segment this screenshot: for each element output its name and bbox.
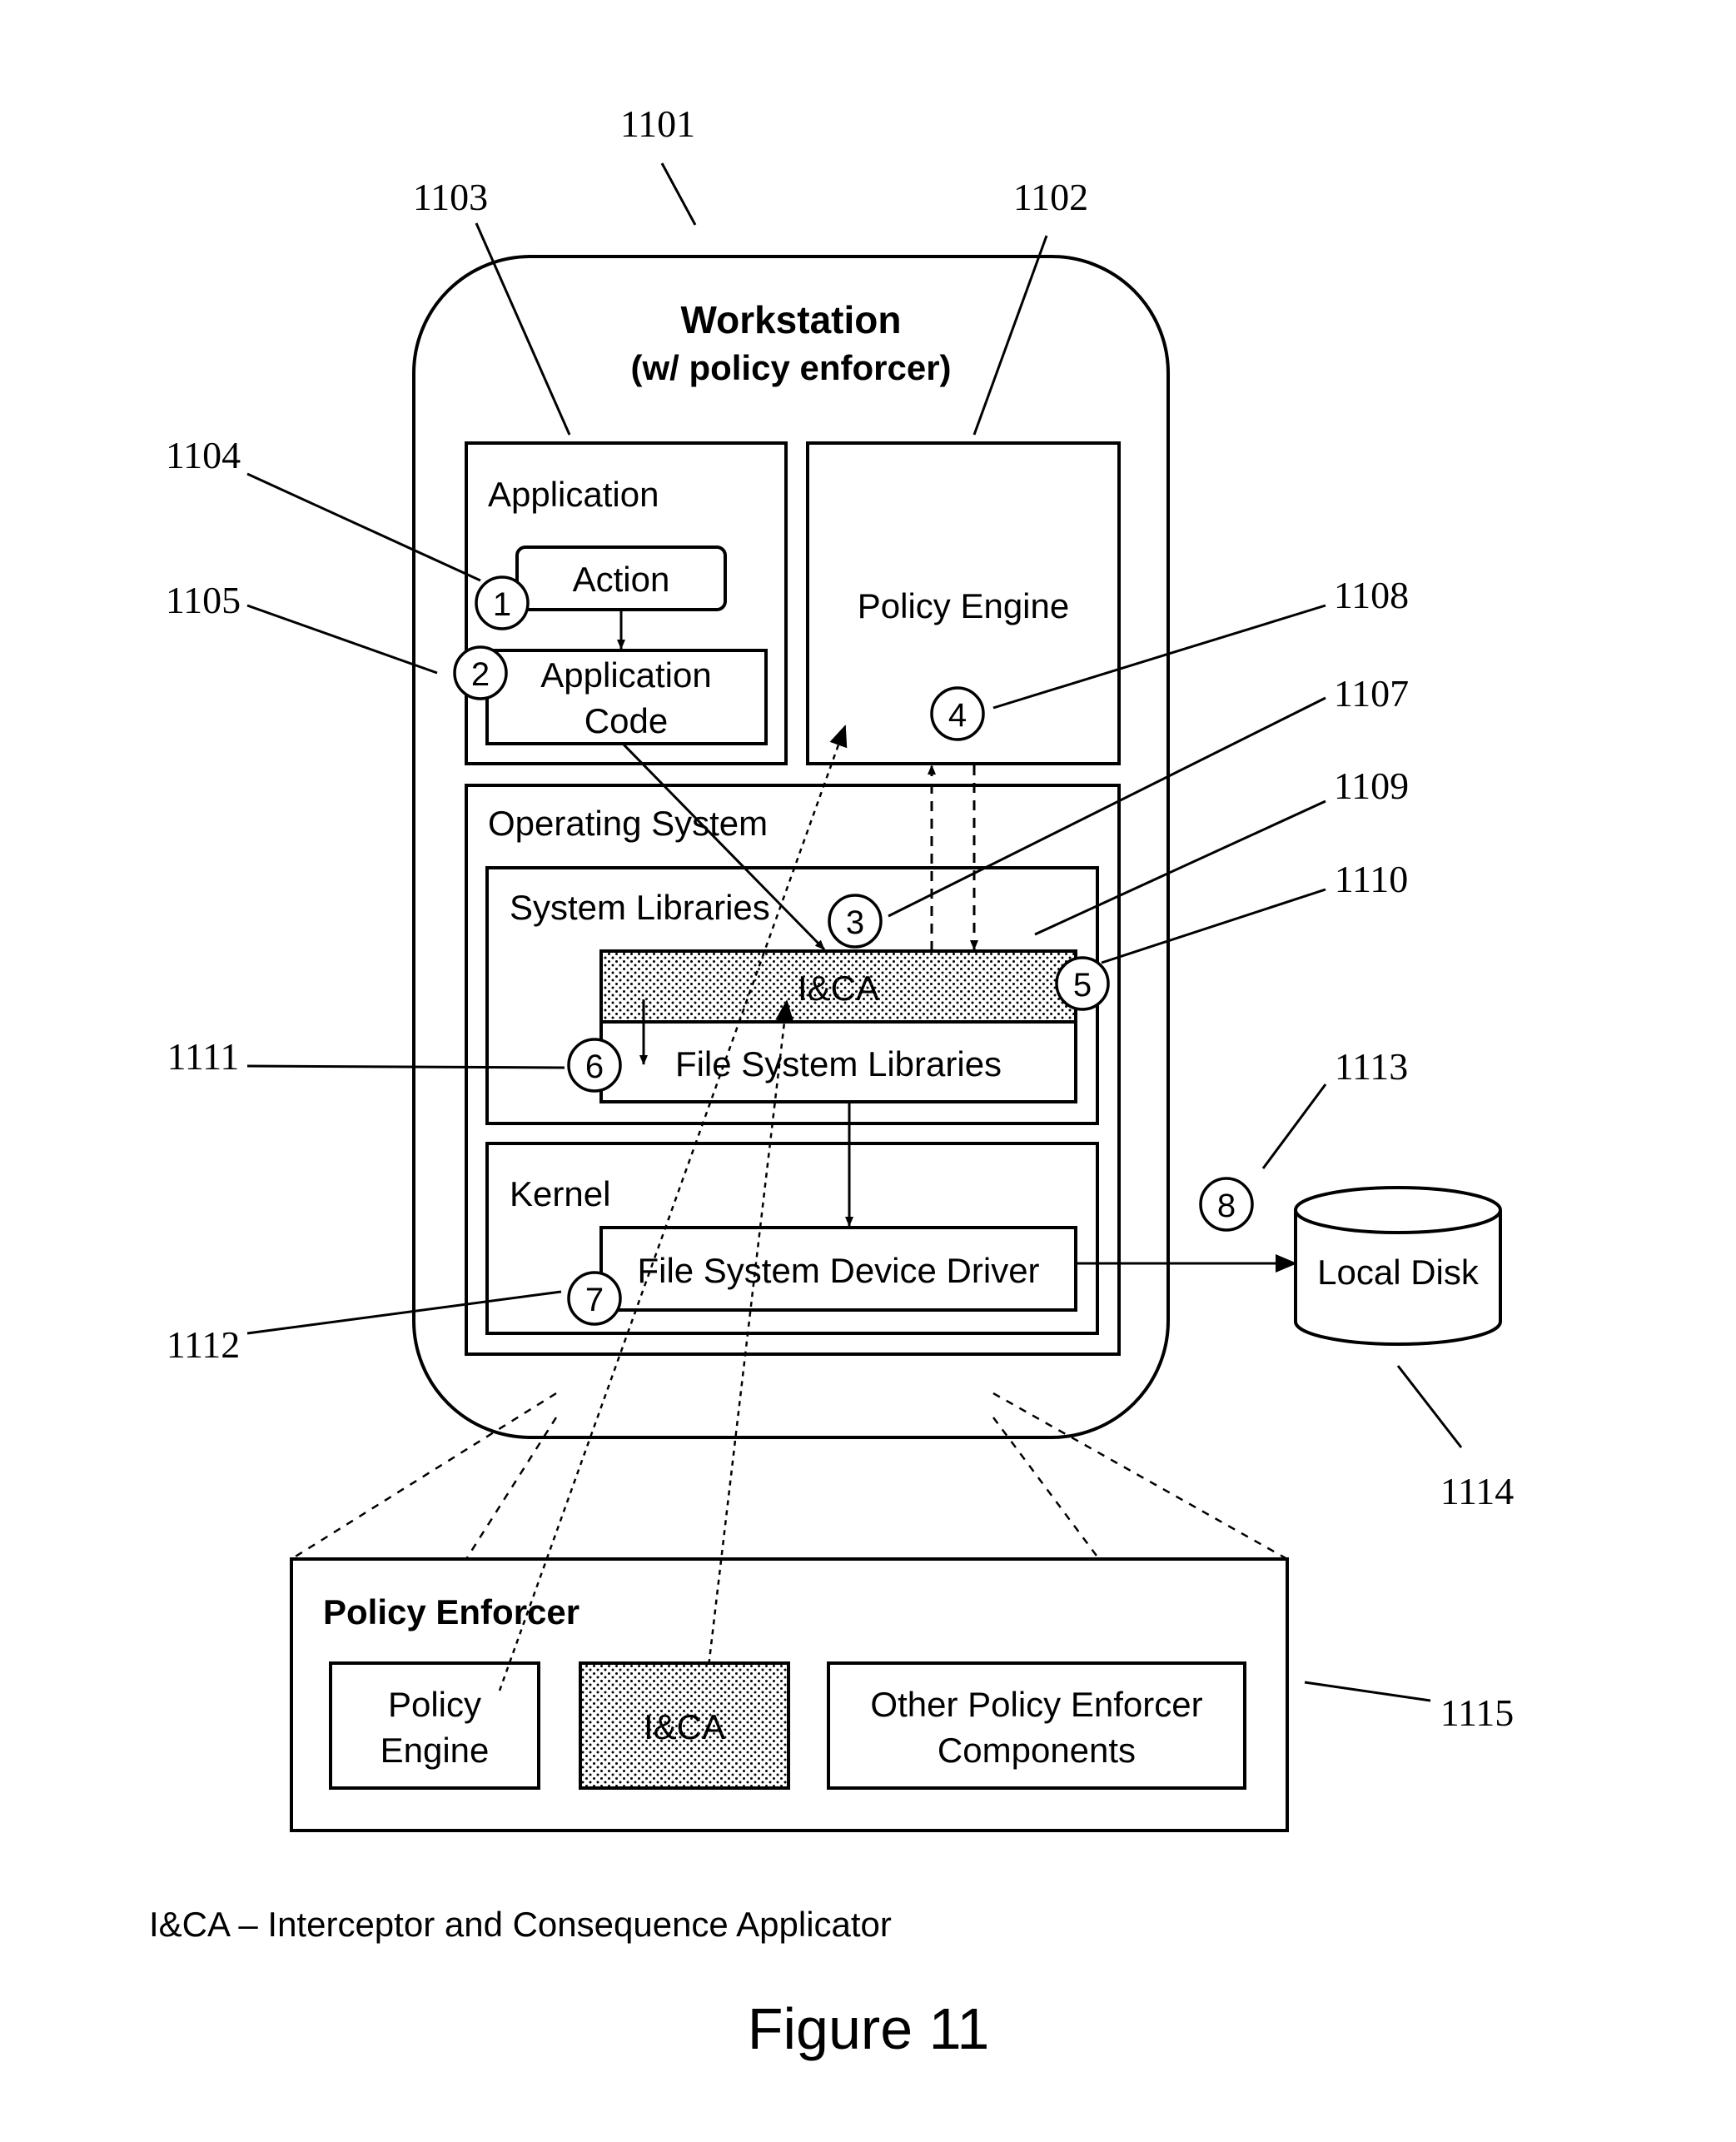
ref-1109: 1109: [1334, 765, 1409, 807]
pe-icca-label: I&CA: [644, 1707, 725, 1746]
pe-other-line2: Components: [938, 1731, 1136, 1770]
ref-1111: 1111: [167, 1035, 240, 1078]
step-circle-1: 1: [476, 577, 528, 629]
svg-text:3: 3: [846, 904, 864, 941]
ref-1105: 1105: [166, 579, 241, 621]
system-libraries-label: System Libraries: [510, 888, 770, 927]
ref-1113: 1113: [1335, 1045, 1409, 1088]
step-circle-7: 7: [569, 1273, 620, 1324]
pe-other-line1: Other Policy Enforcer: [870, 1685, 1202, 1724]
workstation-title: Workstation: [681, 298, 902, 341]
step-circle-5: 5: [1057, 958, 1108, 1009]
ref-1112: 1112: [167, 1323, 241, 1366]
svg-text:2: 2: [471, 656, 490, 693]
application-label: Application: [488, 475, 659, 514]
step-circle-6: 6: [569, 1039, 620, 1091]
kernel-label: Kernel: [510, 1174, 610, 1213]
application-code-line1: Application: [540, 655, 711, 695]
svg-text:7: 7: [585, 1282, 604, 1318]
svg-text:8: 8: [1217, 1188, 1236, 1224]
operating-system-label: Operating System: [488, 804, 768, 843]
pe-policy-engine-line2: Engine: [381, 1731, 490, 1770]
ref-1102: 1102: [1013, 176, 1088, 218]
local-disk-label: Local Disk: [1317, 1253, 1480, 1292]
ref-1107: 1107: [1334, 672, 1409, 715]
step-circle-8: 8: [1201, 1178, 1252, 1230]
action-label: Action: [573, 560, 670, 599]
icca-label: I&CA: [798, 969, 879, 1008]
fs-libraries-label: File System Libraries: [675, 1044, 1002, 1083]
ref-1101: 1101: [620, 102, 695, 145]
fs-driver-label: File System Device Driver: [637, 1251, 1039, 1290]
step-circle-4: 4: [932, 688, 983, 740]
ref-1110: 1110: [1335, 858, 1409, 900]
ref-1108: 1108: [1334, 574, 1409, 616]
figure-caption: Figure 11: [748, 1996, 990, 2061]
step-circle-2: 2: [455, 647, 506, 699]
svg-text:5: 5: [1073, 967, 1092, 1004]
pe-policy-engine-line1: Policy: [388, 1685, 481, 1724]
svg-text:1: 1: [493, 586, 511, 623]
application-code-line2: Code: [584, 701, 668, 740]
ref-1103: 1103: [413, 176, 488, 218]
ref-1114: 1114: [1440, 1470, 1515, 1512]
svg-text:6: 6: [585, 1049, 604, 1085]
policy-engine-label: Policy Engine: [858, 586, 1069, 625]
step-circle-3: 3: [829, 895, 881, 947]
policy-enforcer-title: Policy Enforcer: [323, 1592, 579, 1631]
workstation-subtitle: (w/ policy enforcer): [630, 348, 951, 387]
zoom-lines: [291, 1393, 1287, 1559]
ref-1115: 1115: [1440, 1691, 1515, 1734]
local-disk: Local Disk: [1296, 1188, 1500, 1344]
svg-text:4: 4: [948, 697, 967, 734]
icca-legend: I&CA – Interceptor and Consequence Appli…: [149, 1905, 892, 1944]
ref-1104: 1104: [166, 434, 241, 476]
